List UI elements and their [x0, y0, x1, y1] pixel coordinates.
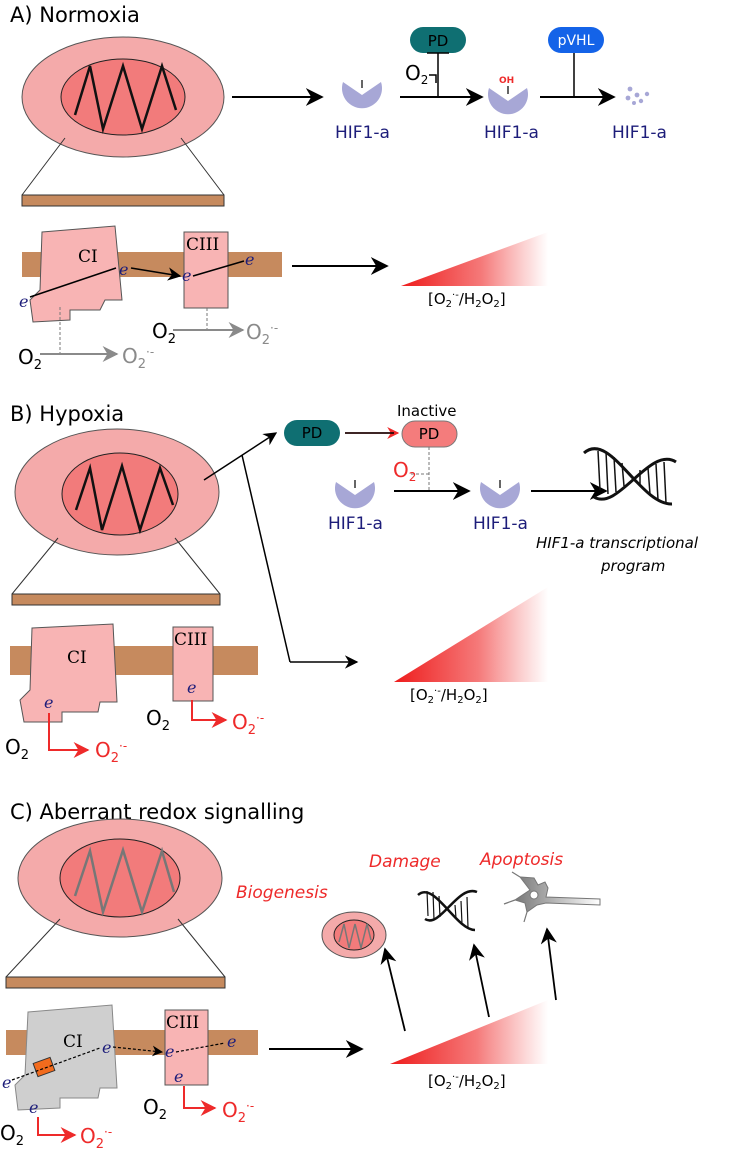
mitochondrion-icon: [321, 911, 387, 959]
o2-b-ciii: O2: [146, 706, 170, 734]
inhibitor-block: [32, 1056, 56, 1078]
transcription-label-1: HIF1-a transcriptional: [536, 534, 699, 552]
ros-gradient-a: [401, 232, 548, 286]
superoxide-c-ci: O2·-: [80, 1124, 112, 1152]
pd-label-b: PD: [302, 424, 323, 442]
hif-protein-icon: [335, 480, 375, 509]
superoxide-b-ci: O2·-: [95, 738, 127, 766]
o2-label-b: O2: [393, 458, 416, 484]
electron-a2: e: [119, 260, 128, 279]
superoxide-b-ciii: O2·-: [232, 710, 264, 738]
superoxide-a-ciii: O2·-: [246, 320, 278, 348]
hif-protein-icon: [480, 480, 520, 509]
complex-i-c: [14, 1004, 118, 1111]
pvhl-pill: [548, 27, 604, 53]
ci-label-b: CI: [67, 648, 87, 668]
complex-i-b: [19, 623, 118, 723]
superoxide-c-ciii: O2·-: [222, 1098, 254, 1126]
section-c-title: C) Aberrant redox signalling: [10, 800, 304, 824]
pd-inactive-label: PD: [419, 425, 440, 443]
apoptosis-label: Apoptosis: [479, 850, 563, 870]
ciii-label-a: CIII: [186, 235, 219, 255]
electron-b2: e: [187, 678, 196, 697]
hif-label-2: HIF1-a: [484, 123, 539, 143]
oh-label: OH: [499, 76, 514, 86]
o2-label-a: O2: [405, 61, 428, 87]
o2-c-ci: O2: [0, 1121, 24, 1149]
ciii-label-c: CIII: [166, 1013, 199, 1033]
pd-label: PD: [428, 32, 449, 50]
electron-c2: e: [102, 1038, 111, 1057]
electron-b1: e: [44, 693, 53, 712]
electron-c5: e: [174, 1067, 183, 1086]
mitochondrion-icon: [14, 428, 220, 556]
electron-a1: e: [19, 292, 28, 311]
o2-a-ciii: O2: [152, 319, 176, 347]
membrane-zoom-bar: [21, 194, 225, 207]
mitochondrion-icon: [21, 36, 225, 158]
complex-i-a: [29, 225, 123, 323]
ciii-label-b: CIII: [174, 630, 207, 650]
electron-a4: e: [245, 250, 254, 269]
o2-c-ciii: O2: [143, 1095, 167, 1123]
membrane-zoom-bar-c: [5, 976, 226, 989]
ci-label-c: CI: [63, 1032, 83, 1052]
hif-protein-icon: [342, 80, 382, 109]
biogenesis-label: Biogenesis: [236, 883, 328, 903]
o2-a-ci: O2: [18, 345, 42, 373]
pvhl-label: pVHL: [558, 33, 595, 49]
electron-c1: e: [2, 1073, 11, 1092]
superoxide-a-ci: O2·-: [122, 344, 154, 372]
mitochondrion-icon: [17, 818, 223, 938]
inactive-label: Inactive: [397, 402, 457, 420]
electron-a3: e: [182, 266, 191, 285]
electron-c6: e: [29, 1098, 38, 1117]
hif-label-1: HIF1-a: [335, 123, 390, 143]
neuron-icon: [503, 871, 601, 923]
ros-gradient-b: [394, 587, 548, 682]
pd-enzyme-pill: [410, 27, 466, 53]
section-a-title: A) Normoxia: [10, 3, 140, 27]
ci-label-a: CI: [78, 247, 98, 267]
complex-iii-b: [172, 626, 214, 702]
dna-helix-icon: [417, 889, 478, 932]
pd-enzyme-pill-b: [284, 420, 340, 446]
o2-b-ci: O2: [5, 735, 29, 763]
hif-label-b2: HIF1-a: [473, 514, 528, 534]
ratio-label-c: [O2·-/H2O2]: [428, 1072, 506, 1092]
hif-label-b1: HIF1-a: [328, 514, 383, 534]
complex-iii-a: [183, 231, 229, 309]
hif-label-3: HIF1-a: [612, 123, 667, 143]
dna-helix-icon: [583, 447, 677, 506]
degraded-hif-dots: [625, 86, 650, 105]
transcription-label-2: program: [600, 557, 665, 575]
membrane-zoom-bar-b: [11, 593, 221, 606]
ratio-label-a: [O2·-/H2O2]: [428, 290, 506, 310]
electron-c4: e: [227, 1032, 236, 1051]
ratio-label-b: [O2·-/H2O2]: [410, 686, 488, 706]
hif-protein-hydroxylated-icon: [488, 86, 529, 115]
damage-label: Damage: [369, 852, 441, 872]
ros-gradient-c: [390, 1000, 548, 1064]
electron-c3: e: [165, 1042, 174, 1061]
section-b-title: B) Hypoxia: [10, 402, 124, 426]
